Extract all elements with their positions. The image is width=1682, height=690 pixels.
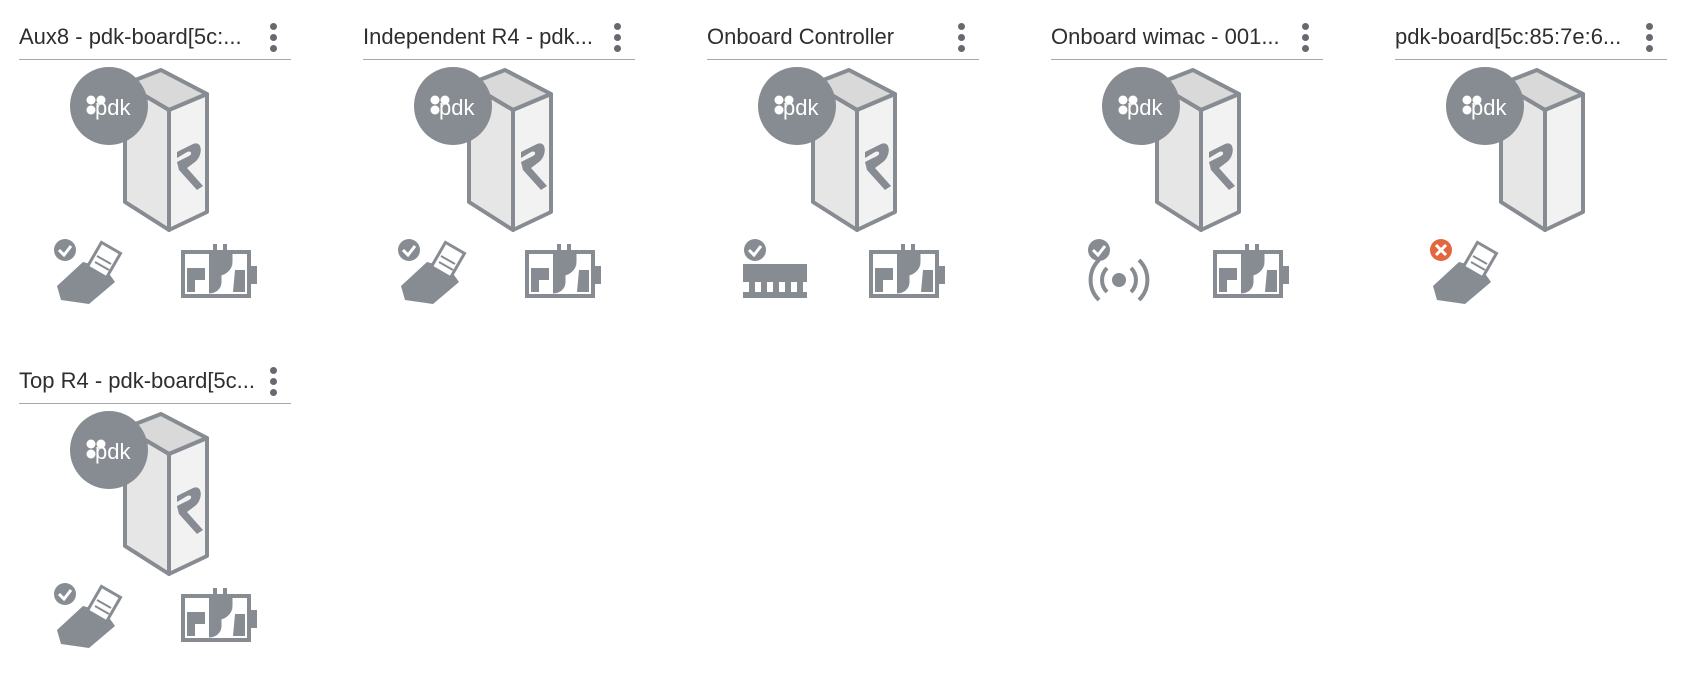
controller-device-icon: pdk	[758, 67, 897, 232]
reader-icon	[54, 583, 123, 648]
ok-badge-icon	[1088, 239, 1110, 261]
card-header: Top R4 - pdk-board[5c...	[19, 360, 291, 404]
kebab-menu-icon[interactable]	[949, 18, 973, 58]
kebab-menu-icon[interactable]	[261, 18, 285, 58]
power-battery-icon	[181, 588, 257, 642]
device-card[interactable]: pdk-board[5c:85:7e:6... pdk	[1395, 0, 1667, 320]
card-header: Aux8 - pdk-board[5c:...	[19, 16, 291, 60]
ok-badge-icon	[54, 239, 76, 261]
reader-icon	[54, 239, 123, 304]
kebab-menu-icon[interactable]	[605, 18, 629, 58]
pdk-logo-text: pdk	[1471, 95, 1507, 120]
wireless-signal-icon	[1088, 239, 1150, 302]
reader-icon	[398, 239, 467, 304]
kebab-menu-icon[interactable]	[1293, 18, 1317, 58]
controller-device-icon: pdk	[1102, 67, 1241, 232]
controller-device-icon: pdk	[414, 67, 553, 232]
controller-device-icon: pdk	[70, 67, 209, 232]
power-battery-icon	[869, 244, 945, 298]
ethernet-port-icon	[743, 239, 807, 298]
controller-device-icon: pdk	[1446, 67, 1585, 232]
card-header: Onboard wimac - 001...	[1051, 16, 1323, 60]
pdk-logo-text: pdk	[439, 95, 475, 120]
device-card[interactable]: Onboard wimac - 001... pdk	[1051, 0, 1323, 320]
device-card[interactable]: Top R4 - pdk-board[5c... pdk	[19, 344, 291, 664]
device-card[interactable]: Aux8 - pdk-board[5c:... pdk	[19, 0, 291, 320]
kebab-menu-icon[interactable]	[1637, 18, 1661, 58]
power-battery-icon	[181, 244, 257, 298]
pdk-logo-text: pdk	[1127, 95, 1163, 120]
device-card[interactable]: Independent R4 - pdk... pdk	[363, 0, 635, 320]
card-title[interactable]: Independent R4 - pdk...	[363, 23, 593, 49]
card-header: Onboard Controller	[707, 16, 979, 60]
pdk-logo-text: pdk	[783, 95, 819, 120]
card-title[interactable]: pdk-board[5c:85:7e:6...	[1395, 23, 1622, 49]
card-header: pdk-board[5c:85:7e:6...	[1395, 16, 1667, 60]
card-header: Independent R4 - pdk...	[363, 16, 635, 60]
card-title[interactable]: Onboard wimac - 001...	[1051, 23, 1280, 49]
pdk-logo-text: pdk	[95, 95, 131, 120]
card-title[interactable]: Aux8 - pdk-board[5c:...	[19, 23, 242, 49]
pdk-logo-text: pdk	[95, 439, 131, 464]
card-title[interactable]: Top R4 - pdk-board[5c...	[19, 367, 256, 393]
kebab-menu-icon[interactable]	[261, 362, 285, 402]
power-battery-icon	[525, 244, 601, 298]
controller-device-icon: pdk	[70, 411, 209, 576]
card-title[interactable]: Onboard Controller	[707, 23, 895, 49]
device-card[interactable]: Onboard Controller pdk	[707, 0, 979, 320]
reader-icon	[1430, 239, 1499, 304]
ok-badge-icon	[398, 239, 420, 261]
ok-badge-icon	[744, 239, 766, 261]
power-battery-icon	[1213, 244, 1289, 298]
ok-badge-icon	[54, 583, 76, 605]
